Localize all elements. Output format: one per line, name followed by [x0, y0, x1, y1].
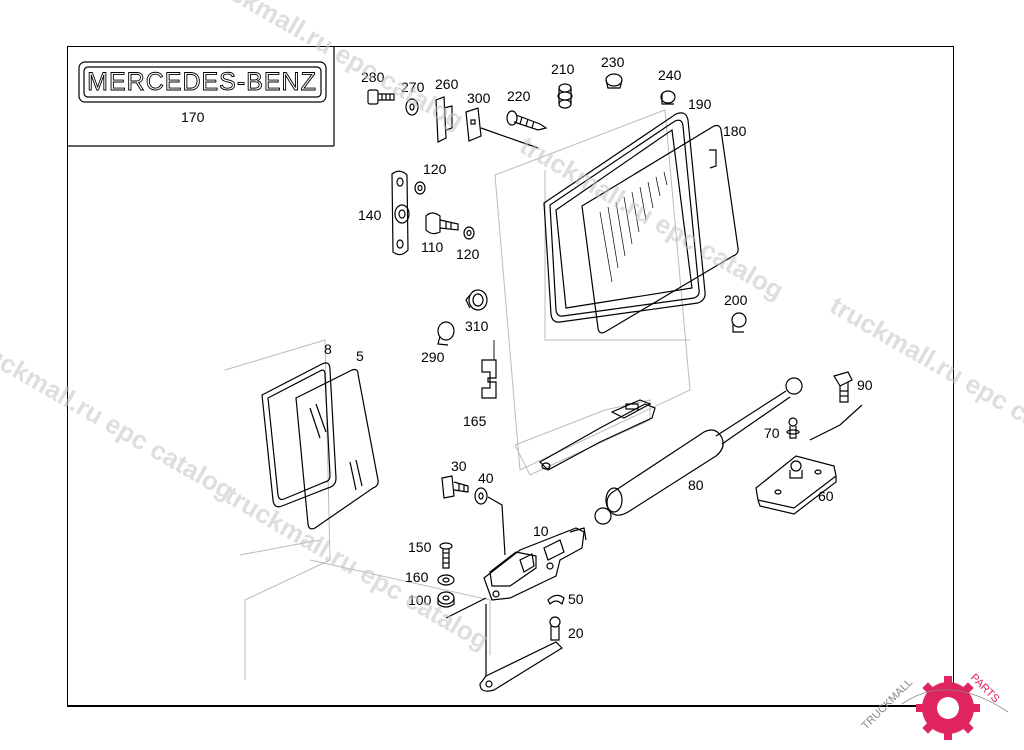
truckmall-parts-logo: TRUCKMALL PARTS	[860, 672, 1009, 740]
callout-120b: 120	[456, 246, 480, 262]
nameplate-text: MERCEDES-BENZ	[87, 68, 317, 96]
window-frame-190	[543, 112, 706, 323]
callout-230: 230	[601, 54, 625, 70]
callout-270: 270	[401, 79, 425, 95]
callout-190: 190	[688, 96, 712, 112]
callout-165: 165	[463, 413, 487, 429]
glass-hatching	[599, 171, 668, 283]
nameplate-box	[67, 46, 335, 147]
callout-290: 290	[421, 349, 445, 365]
washer-270	[405, 98, 419, 116]
screw-220	[506, 110, 548, 131]
washer-160	[437, 574, 455, 586]
plate-300	[465, 107, 539, 149]
callout-30: 30	[451, 458, 467, 474]
logo-text-a: TRUCKMALL	[860, 677, 916, 733]
callout-180: 180	[723, 123, 747, 139]
callout-240: 240	[658, 67, 682, 83]
callout-200: 200	[724, 292, 748, 308]
gear-icon	[916, 676, 980, 740]
callout-140: 140	[358, 207, 382, 223]
callout-220: 220	[507, 88, 531, 104]
hinge-140	[391, 170, 410, 256]
callout-150: 150	[408, 539, 432, 555]
grommet-310	[465, 289, 488, 311]
callout-260: 260	[435, 76, 459, 92]
callout-170: 170	[181, 109, 205, 125]
cap-230	[605, 73, 623, 89]
callout-40: 40	[478, 470, 494, 486]
callout-5: 5	[356, 348, 364, 364]
seal-8	[261, 362, 337, 508]
clip-260	[435, 96, 453, 143]
washer-40	[474, 487, 506, 556]
screw-280	[367, 89, 395, 105]
callout-100: 100	[408, 592, 432, 608]
cap-200	[731, 312, 747, 333]
gas-strut-80	[594, 377, 803, 525]
cap-290	[437, 321, 455, 346]
callout-90: 90	[857, 377, 873, 393]
callout-280: 280	[361, 69, 385, 85]
bracket-165	[481, 359, 497, 399]
door-outline	[224, 109, 691, 680]
striker-plate	[539, 399, 656, 471]
ball-stud-70	[786, 417, 800, 439]
callout-120a: 120	[423, 161, 447, 177]
callout-300: 300	[467, 90, 491, 106]
mount-plate-60	[755, 404, 863, 515]
callout-160: 160	[405, 569, 429, 585]
grommet-210	[557, 83, 573, 109]
window-glass-180	[581, 124, 739, 334]
callout-10: 10	[533, 523, 549, 539]
clip-50	[547, 594, 565, 606]
callout-70: 70	[764, 425, 780, 441]
callout-310: 310	[465, 318, 489, 334]
rod-20	[479, 604, 563, 692]
callout-20: 20	[568, 625, 584, 641]
washer-120a	[414, 181, 426, 195]
pin-110	[425, 212, 459, 235]
screw-150	[439, 542, 453, 569]
callout-110: 110	[421, 239, 444, 255]
bottom-rule	[67, 705, 954, 707]
callout-60: 60	[818, 488, 834, 504]
callout-8: 8	[324, 341, 332, 357]
cap-240	[660, 90, 676, 105]
callout-210: 210	[551, 61, 575, 77]
nut-100	[437, 591, 455, 608]
small-glass-5	[295, 368, 379, 530]
callout-50: 50	[568, 591, 584, 607]
screw-30	[441, 475, 469, 499]
washer-120b	[463, 226, 475, 240]
callout-80: 80	[688, 477, 704, 493]
lock-10	[445, 527, 587, 619]
screw-90	[833, 371, 853, 403]
